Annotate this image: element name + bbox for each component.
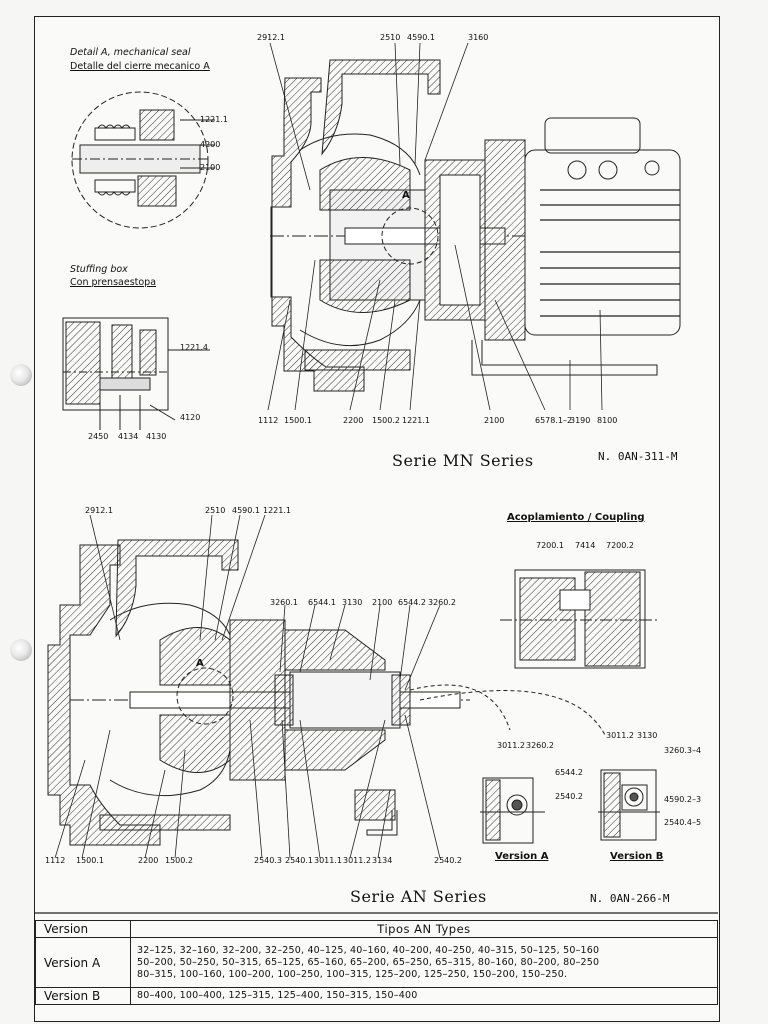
detail-a-marker: A <box>196 658 204 669</box>
table-header-types: Tipos AN Types <box>130 920 718 938</box>
part-label: 3011.2 <box>606 731 634 740</box>
part-label: 7200.1 <box>536 541 564 550</box>
part-label: 3130 <box>342 598 363 607</box>
part-label: 4590.1 <box>232 506 260 515</box>
part-label: 2540.2 <box>434 856 462 865</box>
version-b-caption: Version B <box>610 851 664 862</box>
types-table: Version Tipos AN Types Version A 32–125,… <box>35 920 718 1005</box>
mn-leader-lines <box>267 42 603 411</box>
part-label: 6544.2 <box>555 768 583 777</box>
part-label: 1500.1 <box>76 856 104 865</box>
an-series-title: Serie AN Series <box>350 887 487 906</box>
part-label: 1500.2 <box>165 856 193 865</box>
part-label: 4130 <box>146 432 167 441</box>
part-label: 8100 <box>597 416 618 425</box>
types-line: 50–200, 50–250, 50–315, 65–125, 65–160, … <box>137 956 600 968</box>
part-label: 3260.1 <box>270 598 298 607</box>
part-label: 2540.4–5 <box>664 818 702 827</box>
detail-a-marker: A <box>402 190 410 201</box>
part-label: 3260.2 <box>526 741 554 750</box>
part-label: 3190 <box>570 416 591 425</box>
table-row-version: Version A <box>35 937 131 988</box>
part-label: 4120 <box>180 413 201 422</box>
part-label: 2912.1 <box>85 506 113 515</box>
detail-a-title-en: Detail A, mechanical seal <box>70 47 191 58</box>
detail-a-title-es: Detalle del cierre mecanico A <box>70 61 210 72</box>
part-label: 2200 <box>343 416 364 425</box>
part-label: 6544.1 <box>308 598 336 607</box>
part-label: 6544.2 <box>398 598 426 607</box>
part-label: 2100 <box>372 598 393 607</box>
part-label: 3011.2 <box>497 741 525 750</box>
part-label: 3011.1 <box>314 856 342 865</box>
coupling-drawing <box>500 569 660 669</box>
part-label: 2450 <box>88 432 109 441</box>
part-label: 1221.1 <box>402 416 430 425</box>
an-drawing-number: N. 0AN-266-M <box>590 892 670 905</box>
part-label: 3134 <box>372 856 393 865</box>
table-header-version: Version <box>35 920 131 938</box>
types-line: 80–400, 100–400, 125–315, 125–400, 150–3… <box>137 990 418 1001</box>
part-label: 2912.1 <box>257 33 285 42</box>
part-label: 2100 <box>484 416 505 425</box>
stuffing-box-title-es: Con prensaestopa <box>70 277 157 288</box>
coupling-title: Acoplamiento / Coupling <box>507 512 645 523</box>
part-label: 3011.2 <box>343 856 371 865</box>
part-label: 2540.3 <box>254 856 282 865</box>
table-row-version: Version B <box>35 987 131 1005</box>
table-row-types: 32–125, 32–160, 32–200, 32–250, 40–125, … <box>130 937 718 988</box>
part-label: 3130 <box>637 731 658 740</box>
part-label: 3260.3–4 <box>664 746 702 755</box>
part-label: 4590.2–3 <box>664 795 702 804</box>
an-leader-lines <box>54 514 441 859</box>
stuffing-box-drawing <box>62 317 210 430</box>
types-line: 32–125, 32–160, 32–200, 32–250, 40–125, … <box>137 944 600 956</box>
mn-series-title: Serie MN Series <box>392 451 534 470</box>
detail-a-seal-drawing <box>71 91 215 229</box>
part-label: 2540.2 <box>555 792 583 801</box>
table-row-types: 80–400, 100–400, 125–315, 125–400, 150–3… <box>130 987 718 1005</box>
part-label: 2510 <box>380 33 401 42</box>
binder-hole <box>10 364 32 386</box>
mn-pump-drawing <box>270 59 681 392</box>
part-label: 1221.4 <box>180 343 208 352</box>
version-a-caption: Version A <box>495 851 549 862</box>
part-label: 7414 <box>575 541 596 550</box>
part-label: 6578.1–2 <box>535 416 573 425</box>
part-label: 7200.2 <box>606 541 634 550</box>
part-label: 4134 <box>118 432 139 441</box>
part-label: 1112 <box>258 416 279 425</box>
part-label: 1221.1 <box>200 115 228 124</box>
binder-hole <box>10 639 32 661</box>
version-b-bearing-drawing <box>598 769 660 841</box>
part-label: 2100 <box>200 163 221 172</box>
part-label: 3260.2 <box>428 598 456 607</box>
mn-drawing-number: N. 0AN-311-M <box>598 450 678 463</box>
version-a-bearing-drawing <box>480 777 545 844</box>
part-label: 4590.1 <box>407 33 435 42</box>
part-label: 1500.2 <box>372 416 400 425</box>
part-label: 3160 <box>468 33 489 42</box>
part-label: 1112 <box>45 856 66 865</box>
part-label: 4200 <box>200 140 221 149</box>
stuffing-box-title-en: Stuffing box <box>70 264 128 275</box>
part-label: 1500.1 <box>284 416 312 425</box>
part-label: 2200 <box>138 856 159 865</box>
part-label: 2510 <box>205 506 226 515</box>
part-label: 2540.1 <box>285 856 313 865</box>
types-line: 80–315, 100–160, 100–200, 100–250, 100–3… <box>137 968 568 980</box>
part-label: 1221.1 <box>263 506 291 515</box>
